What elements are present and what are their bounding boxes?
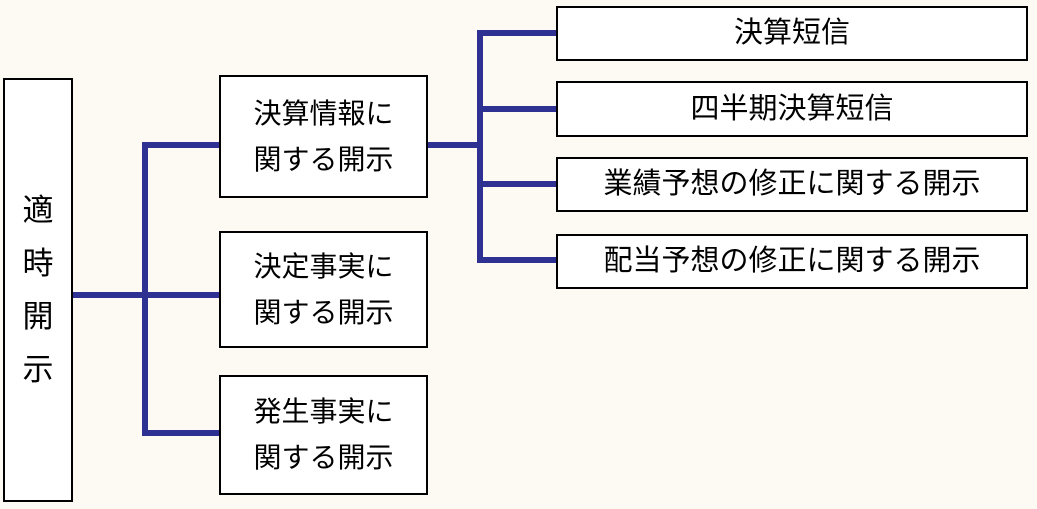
connector-middle-spine: [142, 142, 148, 436]
connector-branch-to-leaf-4: [477, 257, 558, 263]
connector-leaf-spine: [477, 30, 483, 263]
node-mid-1-line-1: 決算情報に: [253, 97, 394, 129]
connector-mid-1-to-leaf-spine: [426, 142, 483, 148]
root-char-2: 時: [22, 246, 54, 281]
connector-branch-to-leaf-3: [477, 181, 558, 187]
node-quarterly-earnings-report: 四半期決算短信: [556, 81, 1028, 137]
root-char-1: 適: [22, 193, 54, 228]
node-mid-2-line-1: 決定事実に: [253, 250, 394, 282]
connector-branch-to-mid-1: [142, 142, 221, 148]
node-mid-2-line-2: 関する開示: [253, 296, 394, 328]
node-financial-results-disclosure: 決算情報に 関する開示: [219, 75, 428, 198]
connector-branch-to-leaf-2: [477, 106, 558, 112]
node-leaf-4-label: 配当予想の修正に関する開示: [603, 245, 981, 277]
root-char-4: 示: [22, 352, 54, 387]
node-mid-3-line-2: 関する開示: [253, 442, 394, 473]
connector-branch-to-leaf-1: [477, 30, 558, 36]
node-dividend-forecast-revision: 配当予想の修正に関する開示: [556, 234, 1028, 289]
node-mid-3-line-1: 発生事実に: [253, 396, 394, 427]
node-earnings-forecast-revision: 業績予想の修正に関する開示: [556, 157, 1028, 212]
connector-branch-to-mid-3: [142, 430, 221, 436]
node-leaf-3-label: 業績予想の修正に関する開示: [603, 168, 981, 200]
node-mid-1-line-2: 関する開示: [253, 143, 394, 175]
root-vertical-text: 適 時 開 示: [23, 195, 54, 385]
node-leaf-1-label: 決算短信: [733, 17, 850, 49]
node-leaf-2-label: 四半期決算短信: [690, 92, 894, 125]
node-occurred-facts-disclosure: 発生事実に 関する開示: [219, 375, 428, 495]
node-decided-facts-disclosure: 決定事実に 関する開示: [219, 231, 428, 348]
node-earnings-report: 決算短信: [556, 6, 1028, 61]
node-root-timely-disclosure: 適 時 開 示: [3, 78, 73, 502]
root-char-3: 開: [22, 299, 54, 334]
